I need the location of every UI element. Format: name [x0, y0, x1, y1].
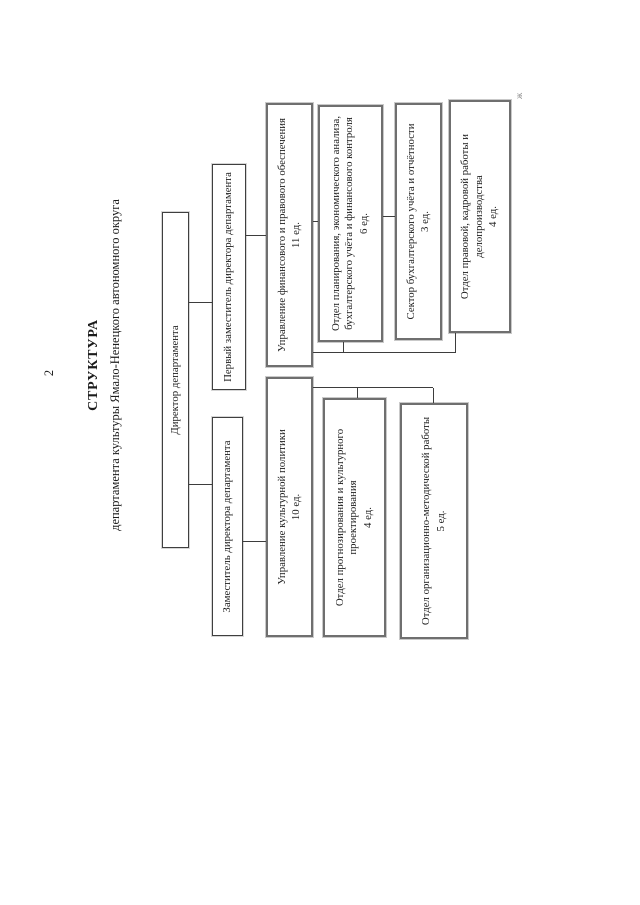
node-directorate-cultural-policy: Управление культурной политики 10 ед.: [265, 371, 314, 643]
connector-trunk-forecasting-stub: [357, 388, 358, 398]
scan-artifact-mark: ж: [514, 93, 524, 99]
connector-finance-planning: [313, 221, 318, 222]
connector-trunk-orgmethod-stub: [433, 388, 434, 403]
node-units: 11 ед.: [290, 222, 302, 248]
node-director: Директор департамента: [161, 199, 190, 561]
node-units: 6 ед.: [357, 213, 370, 234]
connector-finance-trunk: [313, 352, 455, 353]
connector-director-deputy: [189, 484, 212, 485]
node-label: Отдел планирования, экономического анали…: [329, 115, 356, 332]
node-directorate-finance-legal: Управление финансового и правового обесп…: [265, 97, 314, 373]
node-units: 4 ед.: [361, 507, 374, 528]
node-units: 10 ед.: [290, 493, 302, 521]
node-label: Отдел правовой, кадровой работы и делопр…: [459, 133, 485, 300]
node-label: Управление финансового и правового обесп…: [275, 117, 288, 353]
connector-deputy-cultural: [243, 541, 266, 542]
node-label: Управление культурной политики: [275, 429, 288, 585]
node-units: 4 ед.: [487, 206, 500, 227]
connector-first-deputy-finance: [246, 235, 266, 236]
node-units: 5 ед.: [434, 510, 447, 532]
chart-subtitle: департамента культуры Ямало-Ненецкого ав…: [108, 199, 122, 531]
chart-title: СТРУКТУРА: [86, 319, 101, 411]
node-dept-org-methodical: Отдел организационно-методической работы…: [399, 399, 469, 643]
node-label: Директор департамента: [168, 325, 181, 435]
node-first-deputy: Первый заместитель директора департамент…: [211, 157, 247, 397]
node-label: Отдел прогнозирования и культурного прое…: [333, 428, 360, 607]
node-label: Первый заместитель директора департамент…: [222, 172, 235, 382]
connector-director-first-deputy: [189, 302, 212, 303]
connector-trunk-legal-stub: [455, 333, 456, 353]
connector-cultural-trunk: [313, 387, 433, 388]
node-label: Заместитель директора департамента: [220, 440, 233, 613]
node-dept-planning-accounting: Отдел планирования, экономического анали…: [317, 101, 384, 346]
page-number: 2: [42, 369, 56, 377]
node-dept-legal-hr-records: Отдел правовой, кадровой работы и делопр…: [448, 96, 512, 337]
node-units: 3 ед.: [419, 211, 431, 232]
node-label: Сектор бухгалтерского учёта и отчётности: [404, 123, 417, 320]
connector-planning-sector: [383, 216, 395, 217]
node-label: Отдел организационно-методической работы: [420, 416, 433, 626]
node-dept-forecasting-design: Отдел прогнозирования и культурного прое…: [322, 394, 387, 641]
connector-trunk-planning-stub: [343, 342, 344, 353]
node-deputy: Заместитель директора департамента: [211, 409, 244, 644]
node-sector-accounting-reporting: Сектор бухгалтерского учёта и отчётности…: [394, 97, 443, 346]
